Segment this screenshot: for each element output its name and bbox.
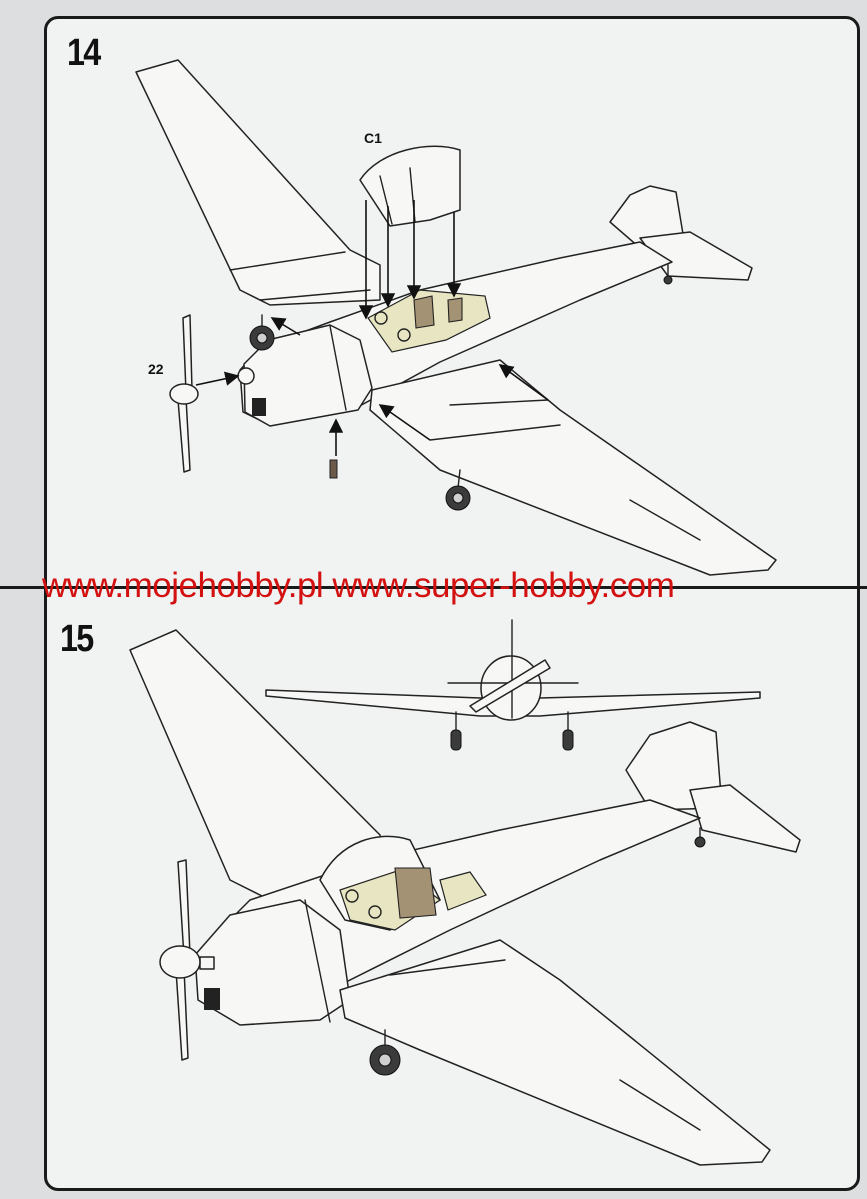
part-callout-canopy: C1 xyxy=(364,130,382,146)
step15-front-view-drawing xyxy=(265,619,761,751)
step15-airplane-drawing xyxy=(129,629,801,1166)
step-number-14: 14 xyxy=(67,32,101,74)
step-divider xyxy=(0,586,867,589)
step14-airplane-drawing xyxy=(135,59,777,576)
step-number-15: 15 xyxy=(60,618,94,660)
watermark-url-text: www.mojehobby.pl www.super-hobby.com xyxy=(42,566,675,605)
part-callout-propeller: 22 xyxy=(148,361,164,377)
